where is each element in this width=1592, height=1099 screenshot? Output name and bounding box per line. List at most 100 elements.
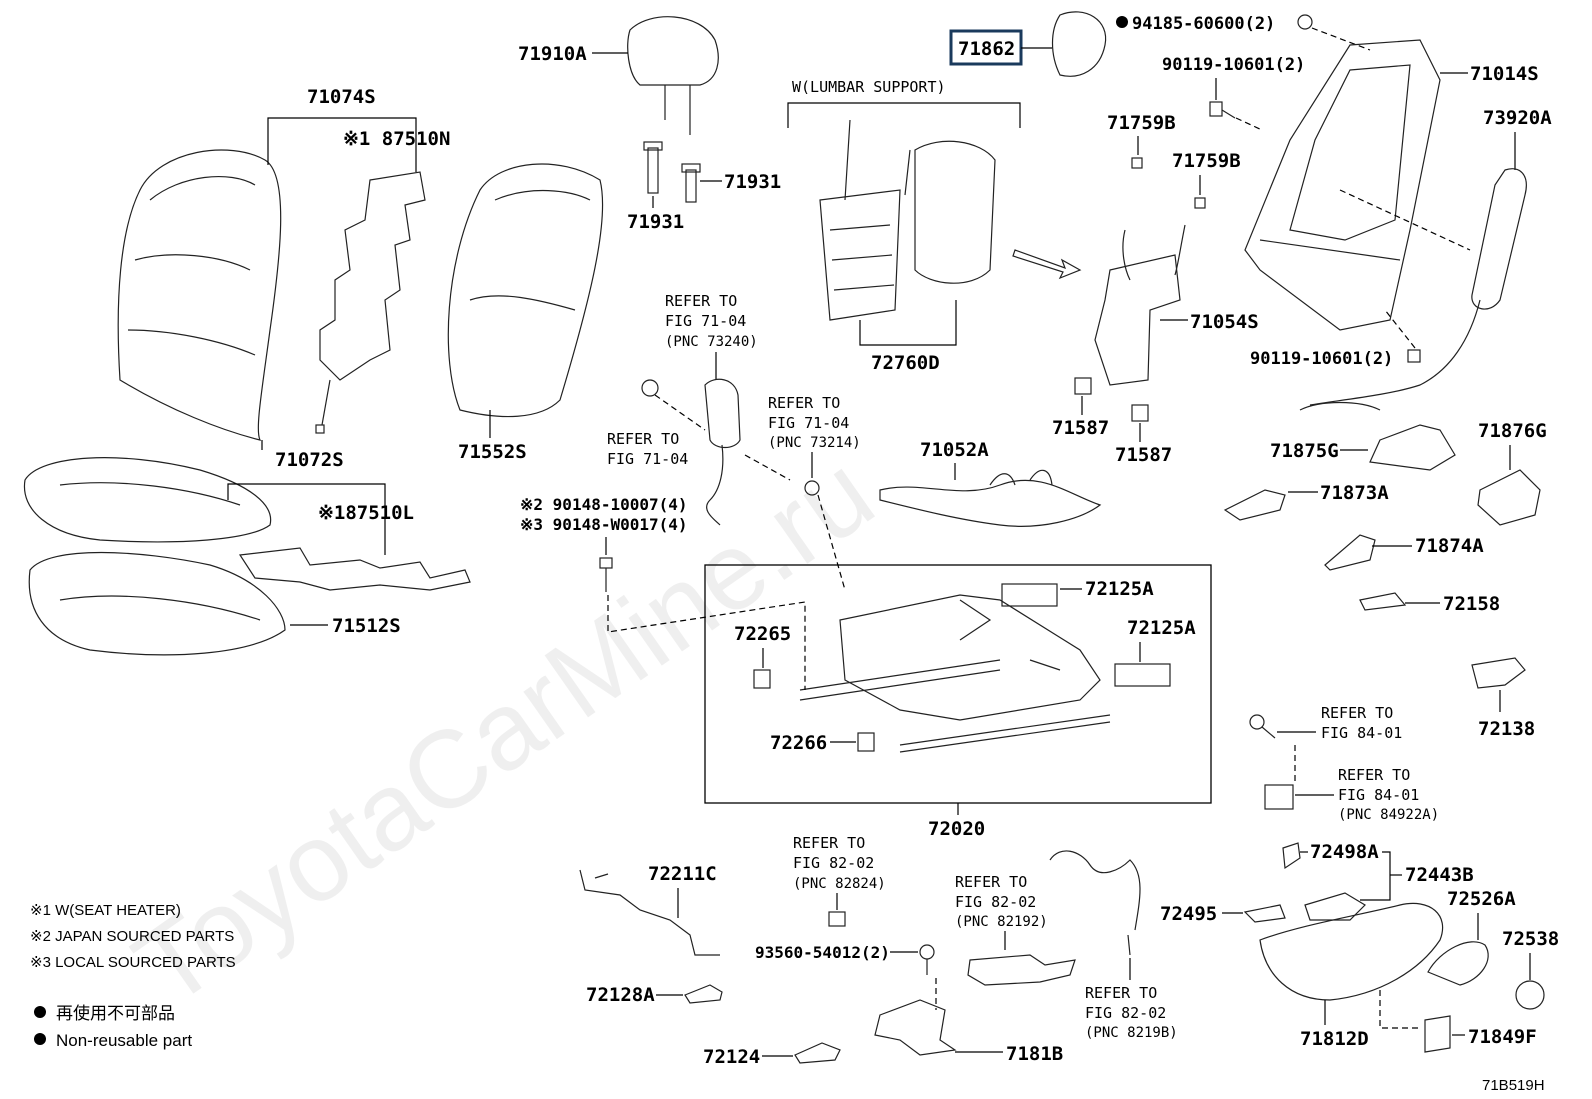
label-90148-W0017: ※3 90148-W0017(4) xyxy=(520,515,688,534)
label-72443B: 72443B xyxy=(1405,864,1474,886)
cover-71873A-illustration xyxy=(1223,489,1286,521)
legend-japanese: 再使用不可部品 xyxy=(56,1003,175,1023)
legend-dot-icon-2 xyxy=(34,1033,46,1045)
refer-84922A-line2: FIG 84-01 xyxy=(1338,786,1419,804)
refer-73240-line3: (PNC 73240) xyxy=(665,334,758,350)
refer-82192-line1: REFER TO xyxy=(955,873,1027,891)
label-71931-right: 71931 xyxy=(724,171,781,193)
refer-73240-line2: FIG 71-04 xyxy=(665,312,746,330)
seatback-cover-illustration xyxy=(117,149,282,441)
label-72760D: 72760D xyxy=(871,352,940,374)
label-90148-10007: ※2 90148-10007(4) xyxy=(520,495,688,514)
cover-72128A-illustration xyxy=(684,984,723,1004)
refer-73240-line1: REFER TO xyxy=(665,292,737,310)
refer-84922A-line3: (PNC 84922A) xyxy=(1338,807,1439,823)
label-71875G: 71875G xyxy=(1270,440,1339,462)
refer-73214-line1: REFER TO xyxy=(768,394,840,412)
label-72538: 72538 xyxy=(1502,928,1559,950)
clip-71587-2-icon xyxy=(1131,404,1149,422)
label-72125A-2: 72125A xyxy=(1127,617,1196,639)
label-71054S: 71054S xyxy=(1190,311,1259,333)
label-93560-54012: 93560-54012(2) xyxy=(755,943,890,962)
cover-72158-illustration xyxy=(1359,592,1407,611)
cover-72138-illustration xyxy=(1471,657,1526,689)
non-reusable-dot-icon xyxy=(1116,16,1128,28)
refer-84-01-line1: REFER TO xyxy=(1321,704,1393,722)
cover-71876G-illustration xyxy=(1477,469,1541,526)
bolt-84-01-icon xyxy=(1249,714,1276,739)
cap-icon xyxy=(641,379,659,397)
label-71072S: 71072S xyxy=(275,449,344,471)
label-71587-1: 71587 xyxy=(1052,417,1109,439)
cover-71875G-illustration xyxy=(1299,401,1456,471)
wire-harness-71052A-illustration xyxy=(879,469,1102,527)
refer-fig7104-line1: REFER TO xyxy=(607,430,679,448)
refer-8219B-line3: (PNC 8219B) xyxy=(1085,1025,1178,1041)
label-71014S: 71014S xyxy=(1470,63,1539,85)
label-72124: 72124 xyxy=(703,1046,760,1068)
cover-72265-icon xyxy=(753,669,771,689)
label-71874A: 71874A xyxy=(1415,535,1484,557)
label-94185-60600: 94185-60600(2) xyxy=(1132,14,1275,34)
refer-fig7104-line2: FIG 71-04 xyxy=(607,450,688,468)
label-72526A: 72526A xyxy=(1447,888,1516,910)
label-71552S: 71552S xyxy=(458,441,527,463)
bolt-90148-icon xyxy=(599,557,613,592)
refer-8219B-line2: FIG 82-02 xyxy=(1085,1004,1166,1022)
knob-72538-icon xyxy=(1515,980,1545,1010)
refer-84922A-line1: REFER TO xyxy=(1338,766,1410,784)
diagram-code: 71B519H xyxy=(1482,1077,1545,1094)
refer-82824-line1: REFER TO xyxy=(793,834,865,852)
arrow-icon xyxy=(1012,249,1082,280)
label-72158: 72158 xyxy=(1443,593,1500,615)
cover-71874A-illustration xyxy=(1324,534,1376,571)
lumbar-plate-71054S-illustration xyxy=(1094,224,1186,386)
label-71862: 71862 xyxy=(958,38,1015,60)
rod-72211C-illustration xyxy=(579,869,720,956)
clip-71759B-1-icon xyxy=(1131,157,1143,169)
motor-cover-2-icon xyxy=(1114,663,1171,687)
sensor-84922A-icon xyxy=(1264,784,1294,810)
bracket-7181B-illustration xyxy=(874,999,957,1056)
seat-cushion-pad-illustration xyxy=(28,551,286,656)
seatbelt-anchor-73920A-illustration xyxy=(1309,168,1527,406)
label-72211C: 72211C xyxy=(648,863,717,885)
wire-8219B-illustration xyxy=(1049,850,1141,956)
cover-72443B-illustration xyxy=(1304,892,1366,921)
refer-82824-line3: (PNC 82824) xyxy=(793,876,886,892)
refer-82192-line2: FIG 82-02 xyxy=(955,893,1036,911)
label-7181B: 7181B xyxy=(1006,1043,1063,1065)
label-71759B-2: 71759B xyxy=(1172,150,1241,172)
seatback-pad-illustration xyxy=(447,163,604,418)
label-71910A: 71910A xyxy=(518,43,587,65)
label-90119-10601-top: 90119-10601(2) xyxy=(1162,55,1305,75)
label-71512S: 71512S xyxy=(332,615,401,637)
label-87510N: ※1 87510N xyxy=(343,128,450,150)
clip-71587-1-icon xyxy=(1074,377,1092,395)
label-72020: 72020 xyxy=(928,818,985,840)
label-71931-left: 71931 xyxy=(627,211,684,233)
label-72125A-1: 72125A xyxy=(1085,578,1154,600)
label-73920A: 73920A xyxy=(1483,107,1552,129)
seat-heater-back-illustration xyxy=(315,171,426,434)
label-71587-2: 71587 xyxy=(1115,444,1172,466)
cover-72266-icon xyxy=(857,732,875,752)
seat-heater-cushion-illustration xyxy=(238,547,471,591)
motor-cover-1-icon xyxy=(1001,583,1058,607)
clip-71759B-2-icon xyxy=(1194,197,1206,209)
seatbelt-buckle-illustration xyxy=(704,378,741,526)
label-72498A: 72498A xyxy=(1310,841,1379,863)
refer-73214-line3: (PNC 73214) xyxy=(768,435,861,451)
screw-93560-icon xyxy=(919,944,935,975)
bolt-icon xyxy=(1209,101,1236,119)
knob-72526A-illustration xyxy=(1427,941,1489,986)
sensor-82192-illustration xyxy=(967,954,1076,986)
legend-english: Non-reusable part xyxy=(56,1031,192,1050)
footnote-2: ※2 JAPAN SOURCED PARTS xyxy=(30,928,234,945)
lumbar-note: W(LUMBAR SUPPORT) xyxy=(792,78,946,96)
headrest-support-illustration xyxy=(643,141,701,203)
side-cover-71862-illustration xyxy=(1051,11,1107,77)
cover-72124-illustration xyxy=(794,1042,841,1064)
label-71812D: 71812D xyxy=(1300,1028,1369,1050)
